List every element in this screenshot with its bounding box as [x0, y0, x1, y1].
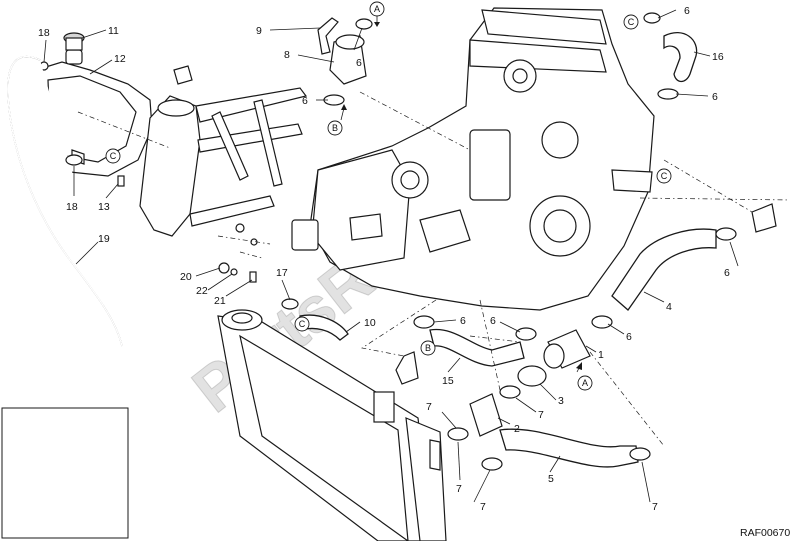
callout-22: 22: [196, 285, 208, 297]
callout-2: 2: [514, 423, 520, 435]
callout-18: 18: [66, 201, 78, 213]
svg-text:C: C: [110, 151, 117, 161]
callout-21: 21: [214, 295, 226, 307]
callout-7: 7: [480, 501, 486, 513]
marker-a: A: [576, 362, 593, 391]
frame: [139, 65, 308, 246]
marker-c: C: [623, 14, 639, 30]
drawing-code: RAF00670: [740, 527, 790, 539]
callout-6: 6: [626, 331, 632, 343]
callout-6: 6: [712, 91, 718, 103]
reference-markers: A B C C C C B A: [105, 1, 672, 391]
leader-lines: [43, 9, 739, 503]
callout-9: 9: [256, 25, 262, 37]
callout-6: 6: [684, 5, 690, 17]
callout-5: 5: [548, 473, 554, 485]
callout-7: 7: [456, 483, 462, 495]
callout-15: 15: [442, 375, 454, 387]
detail-inset-frame: [1, 407, 129, 539]
marker-b: B: [327, 104, 347, 136]
svg-text:B: B: [425, 343, 431, 353]
callout-6: 6: [460, 315, 466, 327]
marker-a: A: [369, 1, 385, 27]
svg-text:B: B: [332, 123, 338, 133]
pipe-2: [469, 393, 503, 437]
callout-4: 4: [666, 301, 672, 313]
callout-8: 8: [284, 49, 290, 61]
callout-3: 3: [558, 395, 564, 407]
callout-16: 16: [712, 51, 724, 63]
callout-11: 11: [108, 25, 119, 37]
callout-7: 7: [426, 401, 432, 413]
svg-text:C: C: [661, 171, 668, 181]
svg-text:A: A: [374, 4, 380, 14]
callout-7: 7: [538, 409, 544, 421]
callout-19: 19: [98, 233, 110, 245]
hose-15: [429, 328, 525, 367]
callout-6: 6: [490, 315, 496, 327]
hose-clamps: [65, 12, 737, 471]
callout-6: 6: [356, 57, 362, 69]
svg-text:A: A: [582, 378, 588, 388]
hose-5: [499, 428, 639, 468]
svg-text:C: C: [299, 319, 306, 329]
hose-4: [611, 228, 717, 311]
marker-c: C: [105, 148, 121, 164]
pipe-9: [317, 17, 339, 55]
marker-b: B: [420, 340, 436, 356]
radiator: [217, 309, 447, 541]
engine-block: [291, 7, 655, 311]
svg-text:C: C: [628, 17, 635, 27]
marker-c: C: [656, 168, 672, 184]
callout-6: 6: [302, 95, 308, 107]
fitting-b: [395, 351, 419, 385]
callout-6: 6: [724, 267, 730, 279]
callout-1: 1: [598, 349, 604, 361]
ring-3: [517, 365, 547, 387]
part-callouts: 18 11 12 9 8 6 6 6 16 6 18 13 19 20 22 2…: [38, 5, 730, 513]
callout-10: 10: [364, 317, 376, 329]
callout-7: 7: [652, 501, 658, 513]
callout-18: 18: [38, 27, 50, 39]
hose-10: [299, 314, 349, 341]
callout-12: 12: [114, 53, 126, 65]
callout-17: 17: [276, 267, 288, 279]
assembly-lines: [77, 91, 791, 447]
callout-20: 20: [180, 271, 192, 283]
marker-c: C: [294, 316, 310, 332]
hose-16: [663, 32, 698, 83]
callout-13: 13: [98, 201, 110, 213]
